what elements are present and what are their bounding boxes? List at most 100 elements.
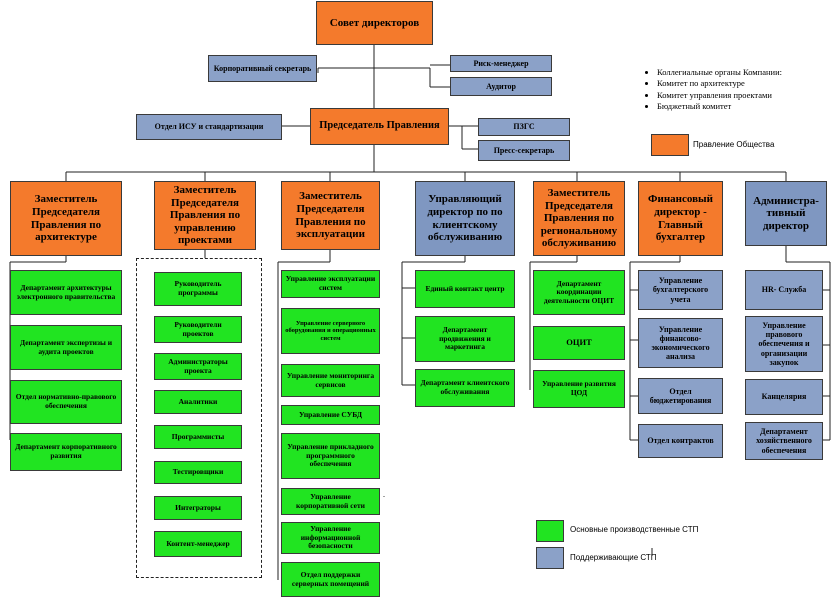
board-of-directors: Совет директоров [316,1,433,45]
head-project-management: Заместитель Председателя Правления по уп… [154,181,256,250]
unit-label: Управление финансово-экономического анал… [651,324,710,362]
unit-box: Отдел бюджетирования [638,378,723,414]
press-secretary-label: Пресс-секретарь [493,145,555,155]
unit-box: Управление эксплуатации систем [281,270,380,298]
corp-secretary-label: Корпоративный секретарь [213,63,312,73]
unit-box: Департамент хозяйственного обеспечения [745,422,823,460]
head-label: Управляющий директор по по клиентскому о… [427,193,503,244]
unit-box: Управление корпоративной сети [281,488,380,515]
unit-box: Контент-менеджер [154,531,242,557]
unit-label: Канцелярия [761,392,807,402]
unit-box: Управление развития ЦОД [533,370,625,408]
unit-box: Управление бухгалтерского учета [638,270,723,310]
risk-manager-label: Риск-менеджер [473,58,529,68]
unit-label: Тестировщики [172,467,224,477]
unit-label: Руководитель программы [174,279,222,297]
head-label: Админиcтра-тивный директор [753,194,819,232]
chairman-label: Председатель Правления [319,120,440,132]
collegial-item: Комитет управления проектами [657,90,838,101]
unit-label: Департамент экспертизы и аудита проектов [19,337,113,356]
head-label: Заместитель Председателя Правления по ре… [540,186,618,250]
legend-swatch-core [536,520,564,542]
unit-box: Департамент координации деятельности ОЦИ… [533,270,625,315]
collegial-title: Коллегиальные органы Компании: [657,67,838,78]
unit-label: Управление развития ЦОД [542,379,616,397]
unit-label: Единый контакт центр [425,283,505,293]
head-label: Заместитель Председателя Правления по эк… [295,190,366,241]
unit-box: Управление мониторинга сервисов [281,364,380,397]
unit-box: Тестировщики [154,461,242,484]
unit-box: Департамент корпоративного развития [10,433,122,471]
chairman: Председатель Правления [310,108,449,145]
unit-box: Отдел контрактов [638,424,723,458]
unit-label: Управление корпоративной сети [295,491,366,510]
stray-mark: . [383,490,385,499]
unit-box: Руководители проектов [154,316,242,343]
unit-label: HR- Служба [761,285,807,295]
unit-label: Программисты [171,431,225,441]
unit-box: Интеграторы [154,496,242,520]
head-client-service: Управляющий директор по по клиентскому о… [415,181,515,256]
unit-box: Канцелярия [745,379,823,415]
unit-box: Управление информационной безопасности [281,522,380,554]
collegial-item: Бюджетный комитет [657,101,838,112]
unit-box: Департамент архитектуры электронного пра… [10,270,122,315]
unit-label: Департамент хозяйственного обеспечения [756,427,812,455]
unit-label: Управление серверного оборудования и опе… [285,319,376,342]
unit-label: Управление СУБД [298,409,363,419]
head-administration: Админиcтра-тивный директор [745,181,827,246]
unit-label: Департамент архитектуры электронного пра… [16,282,116,301]
board-label: Совет директоров [329,16,420,29]
unit-label: Департамент корпоративного развития [15,442,117,460]
head-regional-service: Заместитель Председателя Правления по ре… [533,181,625,256]
head-label: Заместитель Председателя Правления по уп… [169,183,241,247]
unit-label: Руководители проектов [174,319,222,338]
pzgs: ПЗГС [478,118,570,136]
unit-box: Департамент экспертизы и аудита проектов [10,325,122,370]
unit-box: Программисты [154,425,242,449]
unit-box: Управление финансово-экономического анал… [638,318,723,368]
unit-label: Контент-менеджер [166,538,230,548]
unit-label: Управление мониторинга сервисов [286,370,375,389]
unit-label: Управление прикладного программного обес… [287,442,374,469]
legend-label-support: Поддерживающие СТП [570,553,657,562]
unit-box: Руководитель программы [154,272,242,306]
unit-box: Аналитики [154,390,242,414]
unit-label: Управление информационной безопасности [300,524,361,551]
unit-box: Управление серверного оборудования и опе… [281,308,380,354]
collegial-item: Комитет по архитектуре [657,78,838,89]
unit-label: Отдел нормативно-правового обеспечения [15,392,117,410]
head-finance: Финансовый директор - Главный бухгалтер [638,181,723,256]
unit-box: HR- Служба [745,270,823,310]
unit-box: Управление правового обеспечения и орган… [745,316,823,372]
isu-dept-label: Отдел ИСУ и стандартизации [154,122,264,132]
unit-box: ОЦИТ [533,326,625,360]
unit-label: Отдел контрактов [647,436,714,446]
unit-box: Единый контакт центр [415,270,515,308]
unit-label: Отдел поддержки серверных помещений [291,569,370,588]
unit-label: Интеграторы [175,502,221,512]
legend-label-board: Правление Общества [693,140,775,149]
unit-label: Администраторы проекта [168,356,228,375]
isu-dept: Отдел ИСУ и стандартизации [136,114,282,140]
unit-box: Администраторы проекта [154,353,242,380]
head-label: Заместитель Председателя Правления по ар… [30,193,102,244]
unit-box: Отдел поддержки серверных помещений [281,562,380,597]
pzgs-label: ПЗГС [513,122,535,132]
auditor-label: Аудитор [486,81,516,91]
unit-label: Аналитики [178,396,218,406]
unit-box: Управление прикладного программного обес… [281,433,380,479]
auditor: Аудитор [450,77,552,96]
unit-label: Управление эксплуатации систем [285,274,376,292]
unit-label: Отдел бюджетирования [649,386,712,405]
unit-box: Департамент продвижения и маркетинга [415,316,515,362]
head-label: Финансовый директор - Главный бухгалтер [648,193,713,244]
press-secretary: Пресс-секретарь [478,140,570,161]
head-architecture: Заместитель Председателя Правления по ар… [10,181,122,256]
legend-swatch-support [536,547,564,569]
unit-label: Управление правового обеспечения и орган… [758,321,810,367]
unit-label: ОЦИТ [566,337,592,348]
unit-label: Управление бухгалтерского учета [652,276,709,304]
unit-box: Департамент клиентского обслуживания [415,369,515,407]
collegial-bodies: Коллегиальные органы Компании: Комитет п… [643,67,838,113]
